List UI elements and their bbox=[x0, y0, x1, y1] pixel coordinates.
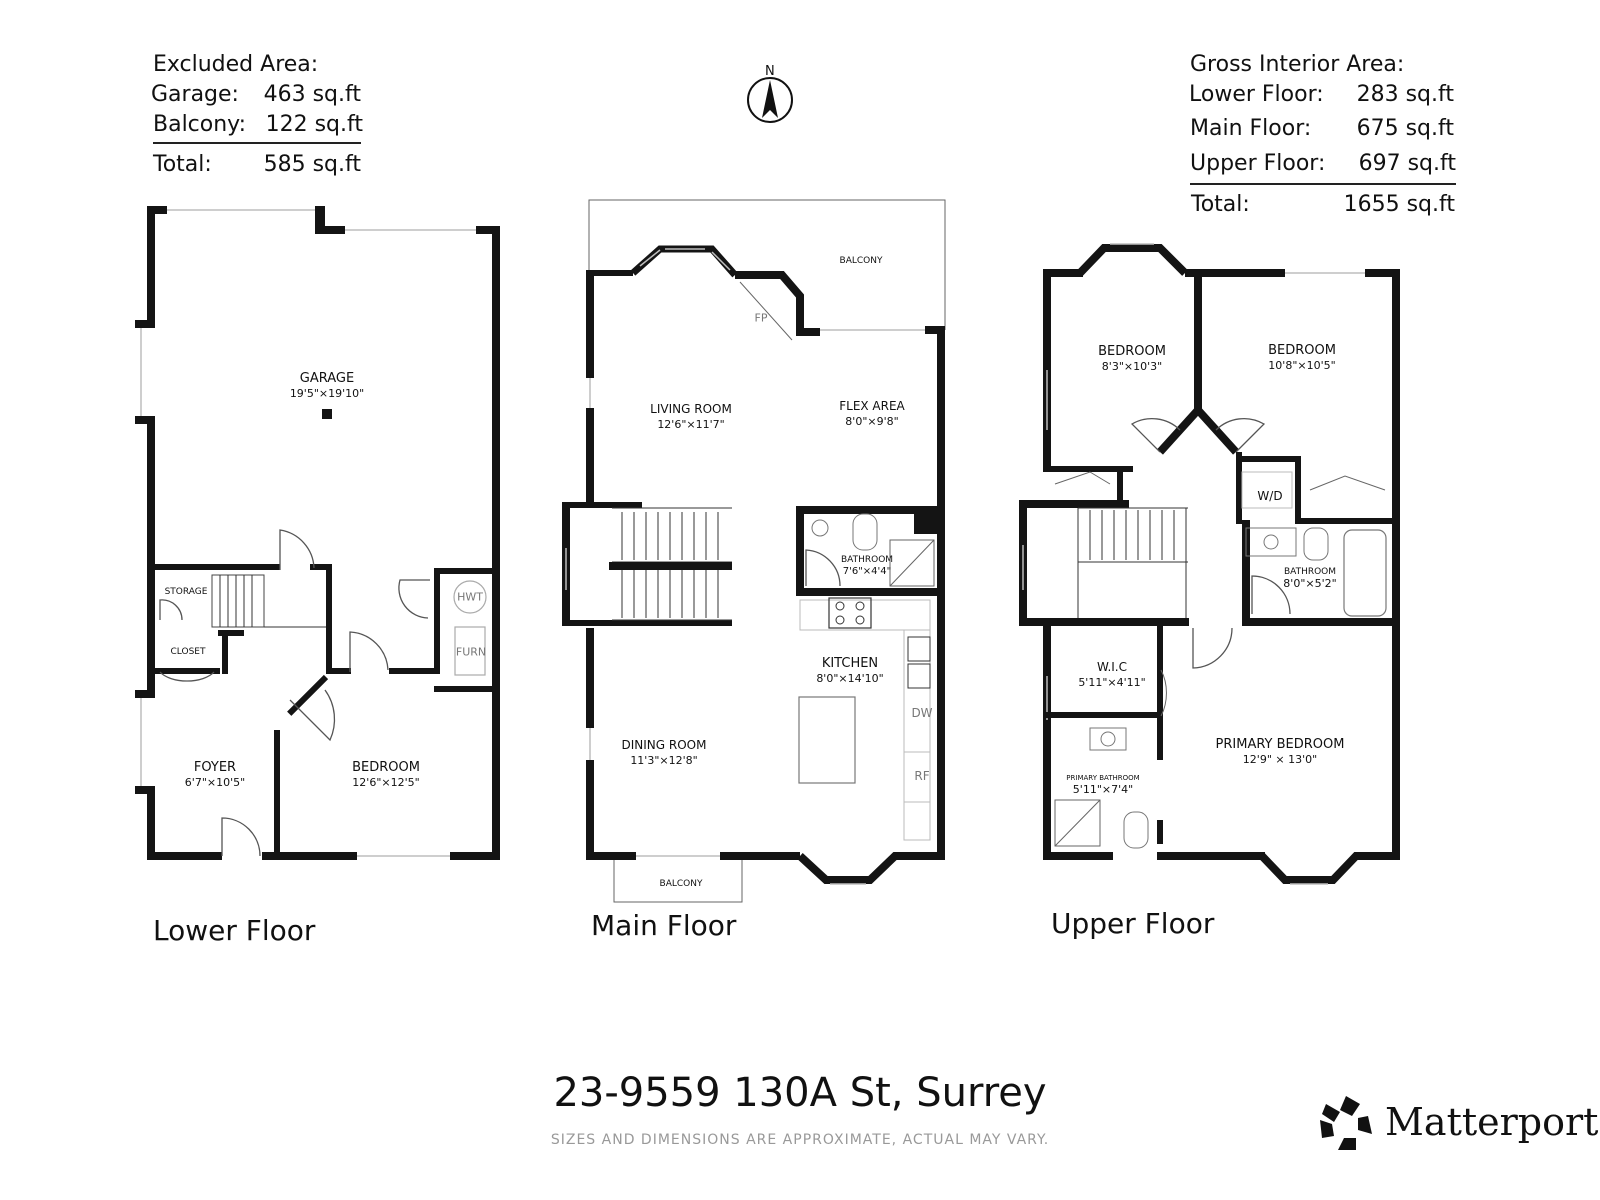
lower-floor-plan bbox=[135, 206, 500, 860]
compass-north-label: N bbox=[765, 64, 775, 79]
room-main-bathroom: BATHROOM 7'6"×4'4" bbox=[840, 555, 894, 577]
room-balcony-bottom: BALCONY bbox=[659, 879, 703, 889]
gross-main-row: Main Floor: 675 sq.ft bbox=[1190, 114, 1454, 144]
gross-upper-value: 697 sq.ft bbox=[1358, 151, 1456, 176]
fireplace-label: FP bbox=[754, 311, 768, 325]
main-floor-plan bbox=[562, 199, 946, 903]
room-dining: DINING ROOM 11'3"×12'8" bbox=[621, 738, 707, 767]
refrigerator-label: RF bbox=[914, 769, 930, 783]
main-floor-title: Main Floor bbox=[591, 909, 737, 942]
gross-total-value: 1655 sq.ft bbox=[1343, 192, 1455, 217]
upper-floor-plan bbox=[1019, 243, 1400, 885]
room-living: LIVING ROOM 12'6"×11'7" bbox=[650, 402, 732, 431]
property-address: 23-9559 130A St, Surrey bbox=[553, 1070, 1047, 1116]
laundry-wd-label: W/D bbox=[1257, 489, 1283, 503]
brand-registered-mark: ® bbox=[1598, 1109, 1600, 1125]
excluded-garage-row: Garage: 463 sq.ft bbox=[151, 80, 361, 110]
gross-lower-value: 283 sq.ft bbox=[1356, 82, 1454, 107]
matterport-brand: Matterport® bbox=[1385, 1100, 1600, 1144]
room-foyer: FOYER 6'7"×10'5" bbox=[184, 760, 246, 789]
excluded-total-label: Total: bbox=[153, 152, 212, 177]
gross-main-value: 675 sq.ft bbox=[1356, 116, 1454, 141]
gross-divider bbox=[1190, 183, 1456, 185]
size-disclaimer: SIZES AND DIMENSIONS ARE APPROXIMATE, AC… bbox=[550, 1132, 1050, 1148]
room-primary-bathroom: PRIMARY BATHROOM 5'11"×7'4" bbox=[1066, 774, 1140, 796]
gross-upper-label: Upper Floor: bbox=[1190, 151, 1326, 176]
room-closet: CLOSET bbox=[170, 647, 206, 657]
excluded-balcony-value: 122 sq.ft bbox=[265, 112, 363, 137]
room-primary-bedroom: PRIMARY BEDROOM 12'9" × 13'0" bbox=[1215, 737, 1345, 766]
excluded-garage-label: Garage: bbox=[151, 82, 239, 107]
excluded-balcony-row: Balcony: 122 sq.ft bbox=[153, 110, 363, 140]
lower-floor-title: Lower Floor bbox=[153, 914, 316, 947]
room-lower-bedroom: BEDROOM 12'6"×12'5" bbox=[352, 760, 420, 789]
gross-main-label: Main Floor: bbox=[1190, 116, 1312, 141]
gross-upper-row: Upper Floor: 697 sq.ft bbox=[1190, 149, 1456, 179]
excluded-area-heading: Excluded Area: bbox=[153, 52, 319, 77]
room-garage: GARAGE 19'5"×19'10" bbox=[289, 371, 365, 400]
matterport-logo-icon bbox=[1320, 1096, 1372, 1150]
excluded-balcony-label: Balcony: bbox=[153, 112, 247, 137]
gross-lower-row: Lower Floor: 283 sq.ft bbox=[1189, 80, 1454, 110]
brand-name: Matterport bbox=[1385, 1100, 1599, 1144]
dishwasher-label: DW bbox=[911, 706, 933, 720]
excluded-divider bbox=[153, 142, 361, 144]
room-storage: STORAGE bbox=[164, 587, 208, 597]
room-upper-bathroom: BATHROOM 8'0"×5'2" bbox=[1283, 567, 1337, 590]
gross-total-label: Total: bbox=[1191, 192, 1250, 217]
room-flex-area: FLEX AREA 8'0"×9'8" bbox=[839, 399, 905, 428]
gross-area-heading: Gross Interior Area: bbox=[1190, 52, 1405, 77]
room-upper-bedroom-right: BEDROOM 10'8"×10'5" bbox=[1268, 343, 1336, 372]
gross-lower-label: Lower Floor: bbox=[1189, 82, 1324, 107]
room-walk-in-closet: W.I.C 5'11"×4'11" bbox=[1078, 660, 1146, 689]
excluded-total-value: 585 sq.ft bbox=[263, 152, 361, 177]
excluded-total-row: Total: 585 sq.ft bbox=[153, 150, 361, 180]
north-compass-icon bbox=[747, 77, 793, 123]
upper-floor-title: Upper Floor bbox=[1051, 907, 1215, 940]
gross-total-row: Total: 1655 sq.ft bbox=[1191, 190, 1455, 220]
hwt-label: HWT bbox=[457, 590, 483, 604]
excluded-garage-value: 463 sq.ft bbox=[263, 82, 361, 107]
room-kitchen: KITCHEN 8'0"×14'10" bbox=[816, 656, 884, 685]
furn-label: FURN bbox=[455, 645, 487, 659]
room-upper-bedroom-left: BEDROOM 8'3"×10'3" bbox=[1098, 344, 1166, 373]
room-balcony-top: BALCONY bbox=[839, 256, 883, 266]
